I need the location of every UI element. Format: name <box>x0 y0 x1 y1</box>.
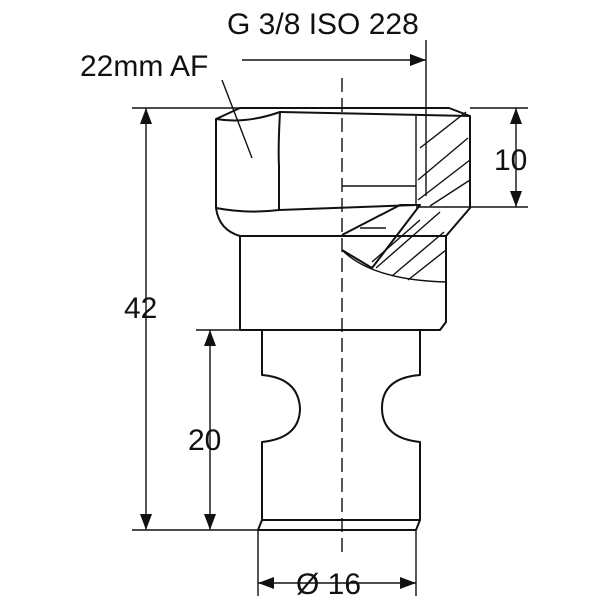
thread-spec-label: G 3/8 ISO 228 <box>227 8 419 41</box>
dim-thread-depth <box>416 107 528 208</box>
dim-overall-length <box>132 107 258 531</box>
dim-spigot-diameter <box>257 530 417 596</box>
across-flats-label: 22mm AF <box>80 50 208 83</box>
dim-spigot-length <box>196 329 262 530</box>
spigot-diameter-label: Ø 16 <box>296 568 361 601</box>
thread-spec-leader <box>242 40 427 116</box>
collar <box>239 236 447 331</box>
spigot <box>257 330 421 531</box>
section-hatching <box>371 111 471 281</box>
af-leader <box>221 79 253 159</box>
spigot-length-label: 20 <box>188 424 221 457</box>
thread-depth-label: 10 <box>494 144 527 177</box>
overall-length-label: 42 <box>124 292 157 325</box>
hex-head <box>215 107 471 269</box>
